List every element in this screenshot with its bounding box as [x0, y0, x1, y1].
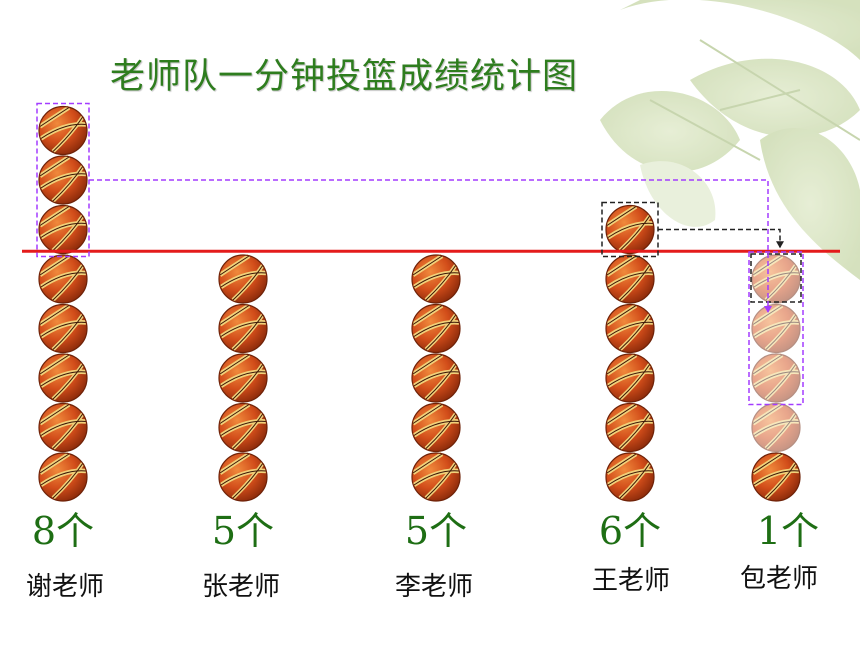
count-label-王老师: 6个: [598, 509, 662, 553]
ball-谢老师-6: [39, 206, 87, 254]
ball-张老师-2: [219, 404, 267, 452]
ball-王老师-2: [606, 404, 654, 452]
ball-张老师-1: [219, 453, 267, 501]
ball-包老师-1: [752, 453, 800, 501]
moved-ball-3: [752, 354, 800, 402]
receive-box-inner: [750, 253, 802, 303]
category-label-包老师: 包老师: [739, 564, 818, 594]
move-connector-2: [658, 228, 781, 248]
ball-李老师-1: [412, 453, 460, 501]
ball-张老师-3: [219, 354, 267, 402]
count-label-谢老师: 8个: [31, 509, 95, 553]
ball-王老师-6: [606, 206, 654, 254]
receive-box: [748, 251, 804, 406]
category-label-王老师: 王老师: [591, 566, 670, 596]
move-annotations: [22, 102, 840, 406]
ball-谢老师-3: [39, 354, 87, 402]
moved-ball-2: [752, 404, 800, 452]
move-connector-1: [89, 179, 769, 312]
arrow-head-icon: [776, 241, 784, 249]
category-label-李老师: 李老师: [394, 572, 473, 602]
ball-谢老师-2: [39, 404, 87, 452]
ball-谢老师-7: [39, 156, 87, 204]
count-label-张老师: 5个: [211, 509, 275, 553]
ball-张老师-4: [219, 305, 267, 353]
ball-王老师-5: [606, 255, 654, 303]
category-label-张老师: 张老师: [201, 572, 280, 602]
category-label-谢老师: 谢老师: [25, 572, 104, 602]
ball-王老师-3: [606, 354, 654, 402]
ball-李老师-4: [412, 305, 460, 353]
ball-王老师-1: [606, 453, 654, 501]
ball-谢老师-4: [39, 305, 87, 353]
ball-王老师-4: [606, 305, 654, 353]
chart-title: 老师队一分钟投篮成绩统计图: [110, 57, 579, 97]
ball-李老师-5: [412, 255, 460, 303]
ball-谢老师-5: [39, 255, 87, 303]
moved-ball-5: [752, 255, 800, 303]
ball-谢老师-8: [39, 107, 87, 155]
count-label-包老师: 1个: [756, 509, 820, 553]
leaf-decoration: [600, 0, 860, 280]
ball-李老师-2: [412, 404, 460, 452]
arrow-head-icon: [764, 306, 772, 313]
ball-张老师-5: [219, 255, 267, 303]
moved-ball-4: [752, 305, 800, 353]
ball-谢老师-1: [39, 453, 87, 501]
count-label-李老师: 5个: [404, 509, 468, 553]
ball-李老师-3: [412, 354, 460, 402]
